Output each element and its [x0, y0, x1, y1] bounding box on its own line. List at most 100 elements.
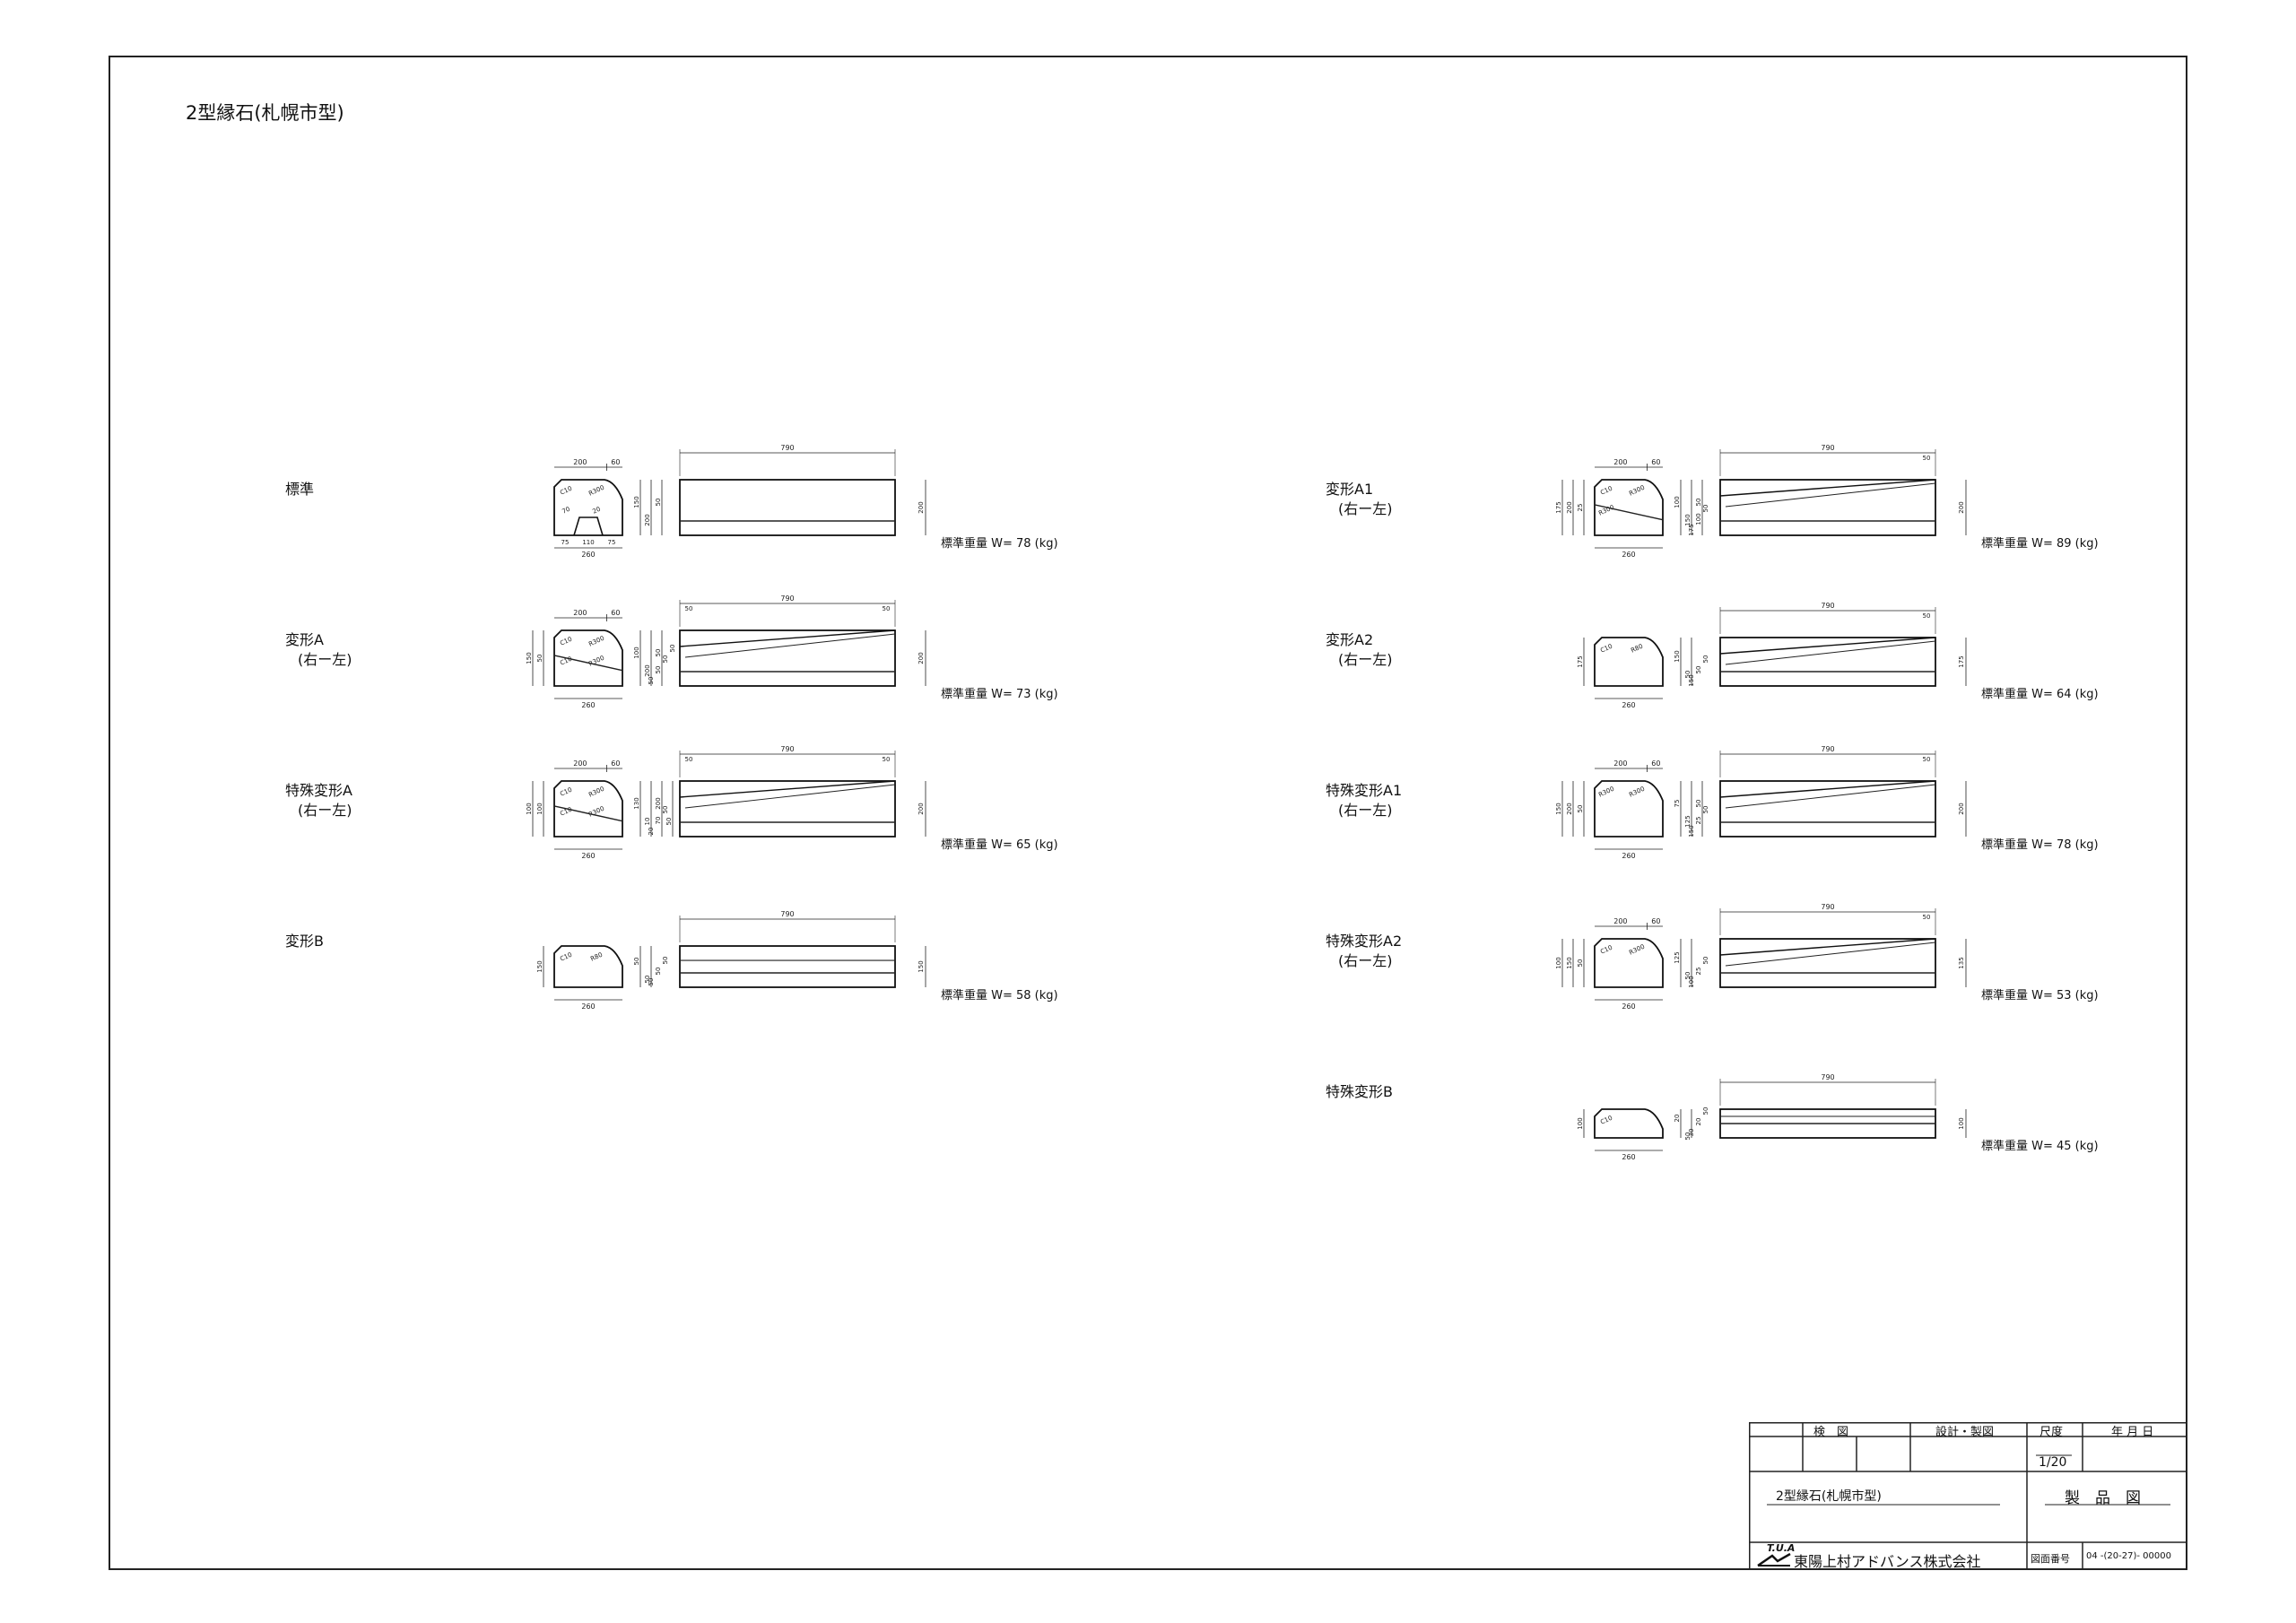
section-top-label-r-0: 200 — [1613, 458, 1627, 466]
part-direction-l-1: (右ー左) — [298, 651, 352, 668]
section-right-label-l-1-0: 100 — [633, 647, 640, 658]
side-left-label-l-2-2: 50 — [662, 806, 669, 814]
section-right-label-l-2-1: 10 — [644, 818, 651, 826]
section-outline-l-0 — [553, 479, 623, 536]
section-right-label-l-2-3: 50 — [665, 818, 673, 826]
side-left-label-l-3-1: 50 — [655, 968, 662, 976]
side-mark-label-r-2-0: 50 — [1923, 756, 1931, 763]
section-inner-line-l-1 — [553, 655, 623, 672]
side-left-label-r-2-2: 50 — [1702, 806, 1709, 814]
part-name-r-4: 特殊変形B — [1326, 1083, 1393, 1100]
section-right-label-r-2-2: 50 — [1695, 800, 1702, 808]
section-left-label-r-1-0: 175 — [1577, 655, 1584, 667]
section-note-l-0-3: 20 — [591, 506, 601, 516]
section-top-label2-r-3: 60 — [1651, 917, 1660, 925]
part-weight-r-1: 標準重量 W= 64 (kg) — [1981, 688, 2099, 701]
section-right-label-l-3-1: 50 — [644, 976, 651, 984]
section-left-label-r-0-1: 200 — [1566, 501, 1573, 513]
side-slope-inner-r-1 — [1725, 640, 1936, 665]
section-right-label-r-3-1: 50 — [1684, 972, 1692, 980]
side-outline-l-1 — [679, 629, 896, 687]
section-bottom-sub3-l-0: 75 — [608, 539, 616, 546]
side-length-label-r-0: 790 — [1821, 444, 1834, 452]
side-left-label-r-1-0: 150 — [1688, 674, 1695, 686]
side-slope-top-r-2 — [1719, 780, 1936, 798]
section-outline-r-0 — [1594, 479, 1664, 536]
side-height-label-l-2: 200 — [918, 803, 925, 814]
section-top-label-r-3: 200 — [1613, 917, 1627, 925]
section-right-label-l-2-2: 200 — [655, 797, 662, 809]
part-name-l-1: 変形A — [285, 631, 324, 648]
side-mark-label-r-1-0: 50 — [1923, 612, 1931, 620]
side-slope-top-l-2 — [679, 780, 896, 798]
side-mark-label-l-1-1: 50 — [883, 605, 891, 612]
section-right-label-l-0-0: 150 — [633, 496, 640, 508]
side-height-label-r-1: 175 — [1958, 655, 1965, 667]
side-length-label-l-0: 790 — [780, 444, 794, 452]
section-bottom-label-r-1: 260 — [1622, 701, 1635, 709]
side-left-label-l-3-2: 50 — [662, 957, 669, 965]
side-left-label-r-4-1: 20 — [1695, 1118, 1702, 1126]
section-left-label-l-1-1: 150 — [526, 652, 533, 664]
section-note-l-1-0: C10 — [559, 636, 573, 647]
part-label-r-2: 特殊変形A1(右ー左) — [1326, 781, 1402, 820]
part-direction-r-2: (右ー左) — [1338, 802, 1393, 819]
section-top-label-r-2: 200 — [1613, 759, 1627, 768]
section-groove-l-0 — [573, 516, 604, 536]
section-bottom-label-r-3: 260 — [1622, 1002, 1635, 1011]
section-left-label-r-3-0: 50 — [1577, 959, 1584, 968]
section-right-label-r-4-1: 50 — [1684, 1133, 1692, 1141]
title-block: 検 図 設計・製図 尺度 年 月 日 1/20 2型縁石(札幌市型) 製 品 図… — [1749, 1422, 2187, 1570]
side-height-label-r-0: 200 — [1958, 501, 1965, 513]
side-left-label-l-2-0: 20 — [648, 828, 655, 836]
part-weight-r-4: 標準重量 W= 45 (kg) — [1981, 1140, 2099, 1153]
part-name-r-0: 変形A1 — [1326, 481, 1374, 498]
part-label-r-1: 変形A2(右ー左) — [1326, 630, 1393, 670]
side-left-label-r-4-2: 50 — [1702, 1107, 1709, 1115]
tb-company: 東陽上村アドバンス株式会社 — [1794, 1553, 1981, 1570]
section-right-label-l-1-1: 200 — [644, 664, 651, 676]
section-top-label2-r-0: 60 — [1651, 458, 1660, 466]
side-length-label-l-3: 790 — [780, 910, 794, 918]
section-note-l-3-1: R80 — [589, 951, 604, 963]
section-note-l-1-1: R300 — [587, 635, 605, 648]
section-outline-l-3 — [553, 945, 623, 988]
section-outline-r-2 — [1594, 780, 1664, 838]
section-note-r-3-0: C10 — [1599, 944, 1613, 956]
section-right-label-r-1-0: 150 — [1674, 650, 1681, 662]
side-slope-inner-r-0 — [1725, 482, 1936, 508]
side-slope-top-r-3 — [1719, 938, 1936, 956]
part-name-l-0: 標準 — [285, 481, 315, 498]
part-name-r-3: 特殊変形A2 — [1326, 933, 1403, 950]
part-label-l-3: 変形B — [285, 932, 324, 951]
side-outline-l-2 — [679, 780, 896, 838]
section-right-label-l-0-2: 50 — [655, 499, 662, 507]
side-outline-r-0 — [1719, 479, 1936, 536]
section-note-r-3-1: R300 — [1628, 943, 1646, 957]
section-right-label-r-0-1: 150 — [1684, 514, 1692, 525]
section-bottom-label-r-4: 260 — [1622, 1153, 1635, 1161]
side-length-label-l-1: 790 — [780, 595, 794, 603]
section-note-l-2-1: R300 — [587, 785, 605, 799]
side-outline-r-3 — [1719, 938, 1936, 988]
section-outline-l-2 — [553, 780, 623, 838]
side-left-label-l-1-3: 50 — [669, 645, 676, 653]
side-height-label-r-3: 135 — [1958, 957, 1965, 968]
section-bottom-label-l-3: 260 — [581, 1002, 595, 1011]
section-left-label-l-3-0: 150 — [536, 960, 544, 972]
part-weight-l-2: 標準重量 W= 65 (kg) — [941, 838, 1058, 852]
section-bottom-label-r-2: 260 — [1622, 852, 1635, 860]
section-note-r-1-0: C10 — [1599, 643, 1613, 655]
section-left-label-r-4-0: 100 — [1577, 1117, 1584, 1129]
section-right-label-r-3-0: 125 — [1674, 951, 1681, 963]
part-weight-r-3: 標準重量 W= 53 (kg) — [1981, 989, 2099, 1002]
section-right-label-l-1-2: 50 — [655, 649, 662, 657]
side-mark-label-l-2-1: 50 — [883, 756, 891, 763]
side-left-label-r-1-1: 50 — [1695, 666, 1702, 674]
part-direction-r-0: (右ー左) — [1338, 500, 1393, 517]
part-weight-r-2: 標準重量 W= 78 (kg) — [1981, 838, 2099, 852]
part-label-r-3: 特殊変形A2(右ー左) — [1326, 932, 1402, 971]
section-left-label-r-3-2: 100 — [1555, 957, 1562, 968]
part-label-l-2: 特殊変形A(右ー左) — [285, 781, 352, 820]
section-left-label-r-0-2: 175 — [1555, 501, 1562, 513]
